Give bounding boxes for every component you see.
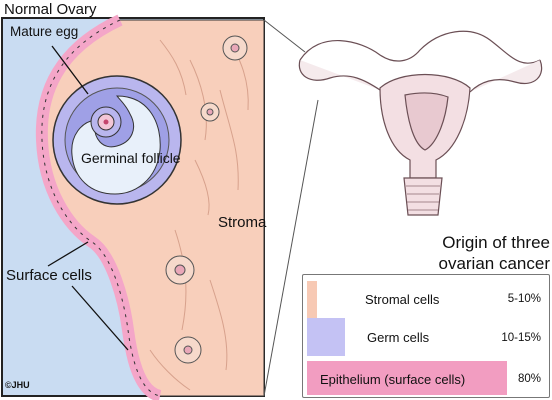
germ-bar: [307, 318, 345, 356]
stroma-label: Stroma: [218, 214, 267, 231]
epithelium-label: Epithelium (surface cells): [320, 372, 466, 387]
mature-egg-label: Mature egg: [10, 24, 79, 39]
stroma-fibers: [149, 39, 249, 391]
epithelium-bar: [307, 361, 507, 395]
germinal-follicle-label: Germinal follicle: [81, 150, 181, 166]
diagram-title: Normal Ovary: [4, 1, 97, 18]
leader-lines: [47, 45, 129, 351]
copyright-label: ©JHU: [5, 380, 30, 390]
stromal-bar: [307, 281, 317, 318]
small-follicles: [165, 35, 248, 364]
zoom-connectors: [263, 19, 319, 397]
germ-percent: 10-15%: [501, 332, 541, 344]
stromal-label: Stromal cells: [365, 292, 440, 307]
germ-label: Germ cells: [367, 330, 430, 345]
epithelium-percent: 80%: [517, 373, 541, 385]
cancer-origin-legend: Stromal cells 5-10% Germ cells 10-15% Ep…: [302, 274, 550, 398]
uterus-illustration: [298, 30, 543, 216]
stromal-percent: 5-10%: [507, 293, 541, 305]
surface-cells-label: Surface cells: [6, 267, 92, 284]
egg-nucleus: [103, 119, 109, 125]
surface-cell-borders: [41, 19, 161, 397]
